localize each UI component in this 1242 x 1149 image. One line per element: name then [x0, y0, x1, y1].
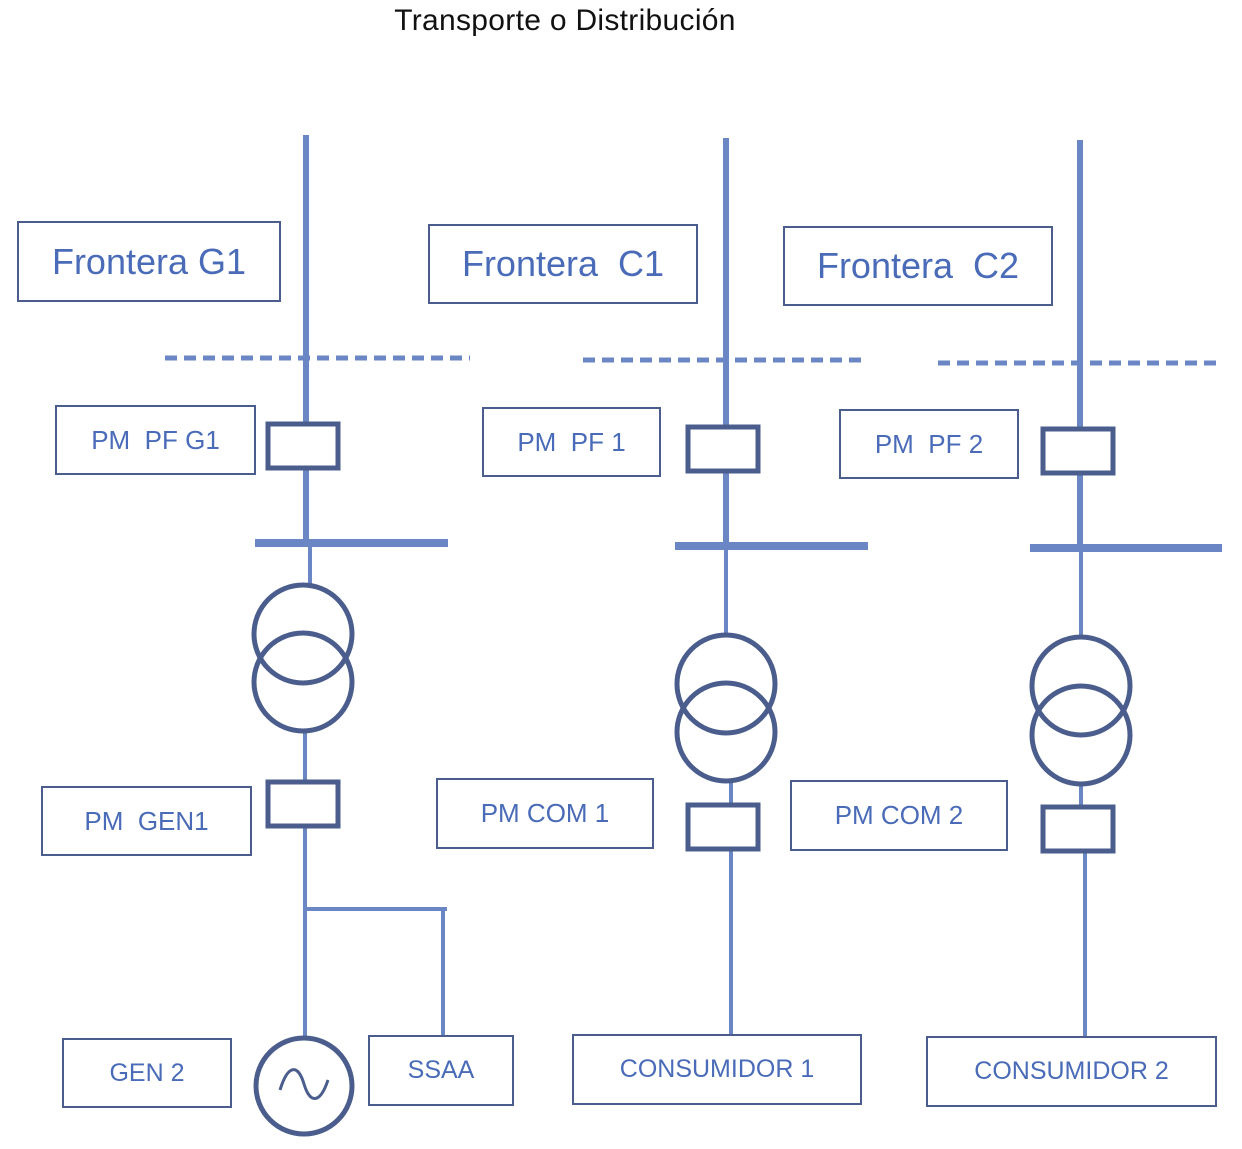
generator-icon: [253, 1035, 355, 1137]
pm-pf-g1-label: PM PF G1: [55, 405, 256, 475]
transformer-icon-g1: [251, 582, 355, 734]
breaker-icon-gen1: [265, 779, 341, 829]
breaker-icon-pf-g1: [265, 421, 341, 471]
consumidor-2-label: CONSUMIDOR 2: [926, 1036, 1217, 1107]
frontera-c1-label: Frontera C1: [428, 224, 698, 304]
frontera-g1-label: Frontera G1: [17, 221, 281, 302]
pm-pf-2-label: PM PF 2: [839, 409, 1019, 479]
pm-pf-1-label: PM PF 1: [482, 407, 661, 477]
ssaa-label: SSAA: [368, 1035, 514, 1106]
diagram-title: Transporte o Distribución: [394, 4, 736, 37]
breaker-icon-com-1: [685, 802, 761, 852]
breaker-icon-pf-2: [1040, 426, 1116, 476]
transformer-icon-c2: [1029, 634, 1133, 787]
transformer-icon-c1: [674, 632, 778, 784]
pm-com-1-label: PM COM 1: [436, 778, 654, 849]
pm-com-2-label: PM COM 2: [790, 780, 1008, 851]
breaker-icon-com-2: [1040, 804, 1116, 854]
breaker-icon-pf-1: [685, 424, 761, 474]
pm-gen1-label: PM GEN1: [41, 786, 252, 856]
consumidor-1-label: CONSUMIDOR 1: [572, 1034, 862, 1105]
gen-2-label: GEN 2: [62, 1038, 232, 1108]
frontera-c2-label: Frontera C2: [783, 226, 1053, 306]
